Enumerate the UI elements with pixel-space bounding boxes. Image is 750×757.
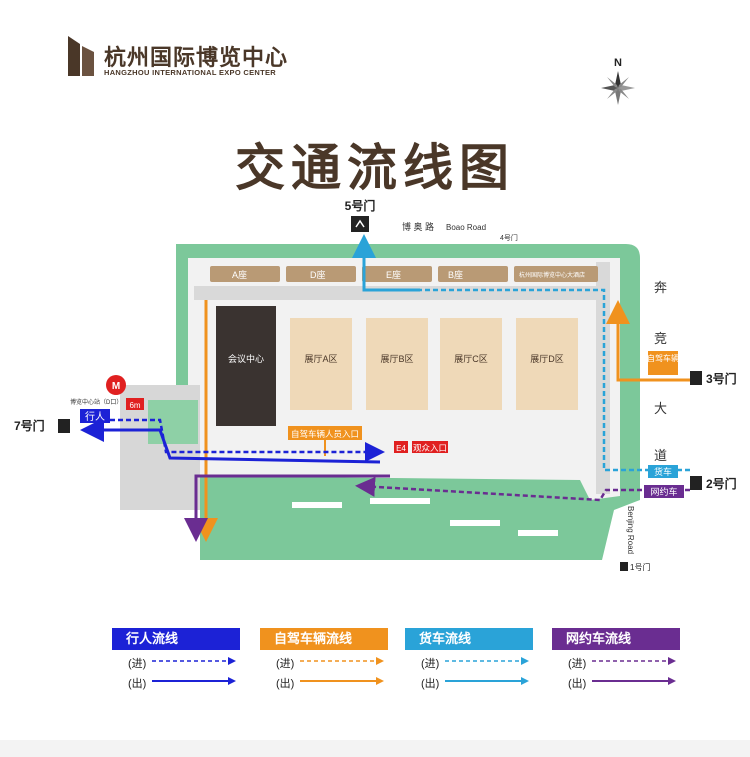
parking-south-3 xyxy=(512,502,602,550)
gate-1-icon xyxy=(620,562,628,571)
block-hotel-label: 杭州国际博览中心大酒店 xyxy=(519,271,585,279)
block-hotel xyxy=(514,266,598,282)
legend-in-label: (进) xyxy=(421,658,440,670)
hall-d-label: 展厅D区 xyxy=(530,354,564,364)
gate-4-label: 4号门 xyxy=(500,233,518,242)
pedestrian-tag: 行人 xyxy=(85,410,105,423)
legend-in-label: (进) xyxy=(568,658,587,670)
solid-arrow-icon xyxy=(592,677,676,685)
svg-text:M: M xyxy=(112,381,120,392)
boao-road-en: Boao Road xyxy=(446,223,486,232)
self-drive-entrance-label: 自驾车辆人员入口 xyxy=(291,429,359,439)
legend-out-label: (出) xyxy=(568,678,587,690)
hall-c-label: 展厅C区 xyxy=(454,354,488,364)
block-b xyxy=(438,266,508,282)
metro-line-badge: 6m xyxy=(129,401,140,410)
compass-north-label: N xyxy=(614,57,622,69)
benjing-char-1: 奔 xyxy=(654,280,667,295)
legend-title: 行人流线 xyxy=(112,628,240,650)
legend-pedestrian: 行人流线 (进) (出) xyxy=(112,628,240,690)
legend-out-label: (出) xyxy=(128,678,147,690)
gate-3-label: 3号门 xyxy=(706,371,737,386)
dashed-arrow-icon xyxy=(592,657,676,665)
truck-flow-out xyxy=(352,234,420,292)
compass-icon: N xyxy=(601,57,635,105)
dashed-arrow-icon xyxy=(152,657,236,665)
dashed-arrow-icon xyxy=(445,657,529,665)
pedestrian-flow-out xyxy=(80,418,381,464)
logo-title: 杭州国际博览中心 xyxy=(104,45,289,70)
hall-a-label: 展厅A区 xyxy=(304,354,337,364)
gate-1-label: 1号门 xyxy=(630,562,650,572)
bottom-bar xyxy=(0,740,750,757)
legend-self-drive: 自驾车辆流线 (进) (出) xyxy=(260,628,388,690)
gate-3-icon xyxy=(690,371,702,385)
conference-center xyxy=(216,306,276,426)
page-title: 交通流线图 xyxy=(235,139,515,197)
legend-title: 自驾车辆流线 xyxy=(260,628,388,650)
truck-flow-in xyxy=(364,288,690,472)
ride-hailing-flow-out xyxy=(184,474,390,542)
block-b-label: B座 xyxy=(448,269,463,280)
block-d-label: D座 xyxy=(310,269,326,280)
benjing-road-en: Benjing Road xyxy=(626,506,635,554)
legend-out-label: (出) xyxy=(421,678,440,690)
benjing-char-3: 大 xyxy=(654,401,667,416)
block-d xyxy=(286,266,356,282)
e4-label: E4 xyxy=(396,444,406,453)
hall-a xyxy=(290,318,352,410)
block-e-label: E座 xyxy=(386,269,401,280)
conference-label: 会议中心 xyxy=(228,353,264,364)
gate-2-label: 2号门 xyxy=(706,476,737,491)
hall-b xyxy=(366,318,428,410)
hall-d xyxy=(516,318,578,410)
legend-title: 货车流线 xyxy=(405,628,533,650)
ring-road xyxy=(194,286,604,300)
dashed-arrow-icon xyxy=(300,657,384,665)
legend-in-label: (进) xyxy=(128,658,147,670)
legend-truck: 货车流线 (进) (出) xyxy=(405,628,533,690)
gate-2-icon xyxy=(690,476,702,490)
gate-7-icon xyxy=(58,419,70,433)
solid-arrow-icon xyxy=(152,677,236,685)
hall-b-label: 展厅B区 xyxy=(380,354,413,364)
visitor-entrance-label: 观众入口 xyxy=(413,443,447,453)
block-a xyxy=(210,266,280,282)
self-drive-flow-in xyxy=(606,300,690,382)
logo-subtitle: HANGZHOU INTERNATIONAL EXPO CENTER xyxy=(104,68,277,77)
solid-arrow-icon xyxy=(445,677,529,685)
truck-tag: 货车 xyxy=(654,466,672,477)
metro-icon xyxy=(106,375,126,395)
gate-5-icon xyxy=(351,216,369,232)
boao-road-cn: 博 奥 路 xyxy=(402,221,434,232)
block-e xyxy=(362,266,432,282)
site-map: A座 D座 E座 B座 杭州国际博览中心大酒店 会议中心 展厅A区 展厅B区 展… xyxy=(14,198,737,572)
block-a-label: A座 xyxy=(232,269,247,280)
benjing-char-4: 道 xyxy=(654,448,667,463)
solid-arrow-icon xyxy=(300,677,384,685)
gate-7-label: 7号门 xyxy=(14,418,45,433)
legend-ride-hailing: 网约车流线 (进) (出) xyxy=(552,628,680,690)
legend-title: 网约车流线 xyxy=(552,628,680,650)
expo-logo-icon xyxy=(68,36,94,76)
benjing-char-2: 竞 xyxy=(654,331,667,346)
metro-station-label: 博览中心站（D口） xyxy=(70,398,122,406)
hall-c xyxy=(440,318,502,410)
ride-hailing-tag: 网约车 xyxy=(650,486,677,497)
self-drive-tag: 自驾车辆 xyxy=(647,353,679,363)
gate-5-label: 5号门 xyxy=(345,198,376,213)
legend-in-label: (进) xyxy=(276,658,295,670)
legend-out-label: (出) xyxy=(276,678,295,690)
